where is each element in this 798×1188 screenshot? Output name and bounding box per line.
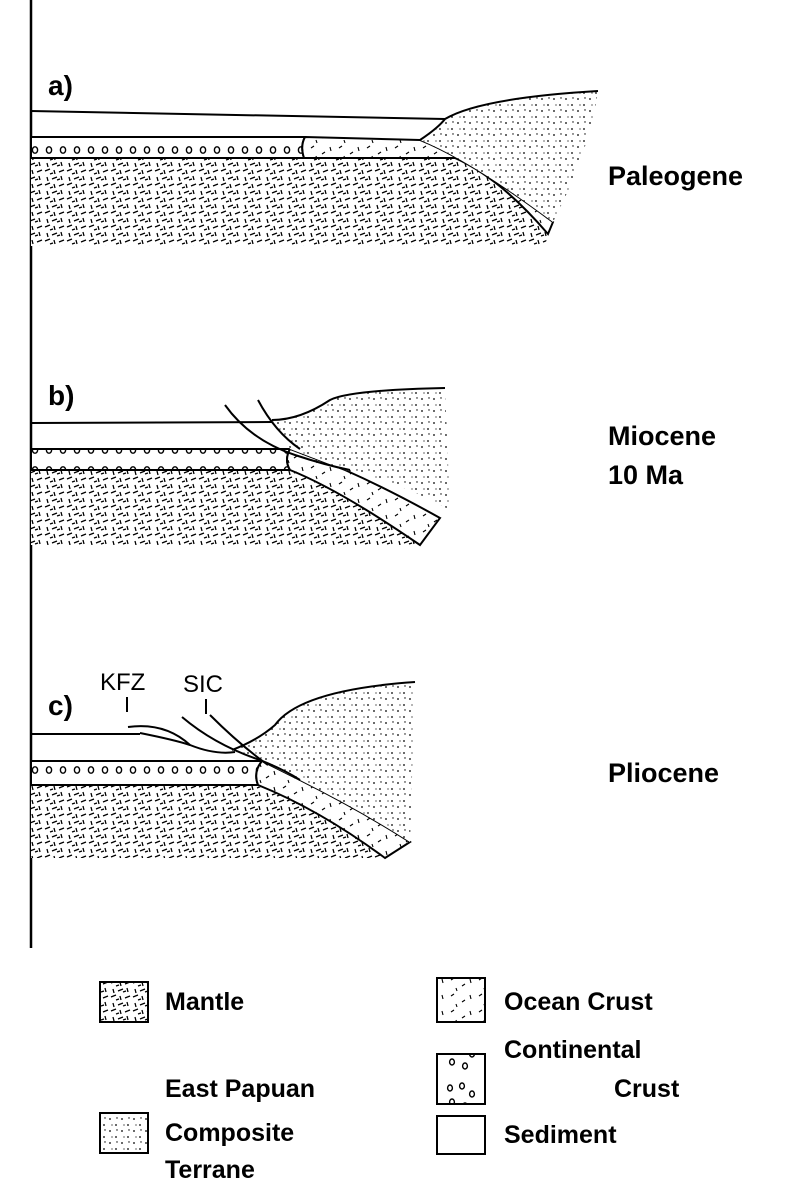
panel-b-terrane-outline [271, 387, 446, 421]
panel-a-terrane [420, 91, 598, 222]
legend-mantle-swatch [99, 981, 149, 1023]
legend-continental-swatch [436, 1053, 486, 1105]
legend-continental-line-2: Crust [614, 1075, 680, 1103]
panel-a-terrane-outline [419, 90, 599, 141]
panel-b-sediment-top [30, 421, 273, 424]
legend-ocean-label: Ocean Crust [504, 988, 653, 1016]
sic-label: SIC [183, 671, 223, 698]
panel-c-ocean-crust [255, 759, 412, 860]
panel-c-label: c) [48, 690, 73, 721]
panel-a-label: a) [48, 70, 73, 101]
panel-b-thrust-2 [257, 399, 301, 450]
era-10ma: 10 Ma [608, 460, 684, 490]
panel-c-sic-fault-2 [209, 714, 269, 766]
legend-continental-line-1: Continental [504, 1036, 642, 1064]
panel-b-ocean-crust [286, 447, 442, 547]
panel-c-mantle [31, 785, 385, 858]
legend: Mantle East Papuan Composite Terrane Oce… [99, 977, 680, 1184]
legend-terrane-line-2: Composite [165, 1119, 294, 1147]
panel-b-terrane [272, 388, 450, 510]
panel-b-label: b) [48, 380, 74, 411]
panel-c [30, 681, 416, 860]
legend-sediment-swatch [436, 1115, 486, 1155]
panel-c-kfz-fault [127, 725, 236, 754]
era-pliocene: Pliocene [608, 758, 719, 788]
era-miocene: Miocene [608, 421, 716, 451]
panel-a-continental-crust [30, 136, 307, 159]
panel-c-continental-crust [30, 760, 265, 786]
panel-a-mantle [31, 158, 548, 246]
panel-c-terrane-outline [231, 681, 416, 751]
era-paleogene: Paleogene [608, 161, 743, 191]
panel-b-continental-crust [30, 448, 292, 471]
legend-ocean-swatch [436, 977, 486, 1023]
panel-a [30, 90, 599, 246]
legend-terrane-swatch [99, 1112, 149, 1154]
legend-mantle-label: Mantle [165, 988, 244, 1016]
panel-b [30, 387, 450, 547]
panel-a-sediment-top [30, 110, 446, 120]
legend-sediment-label: Sediment [504, 1121, 617, 1149]
kfz-label: KFZ [100, 669, 145, 696]
panel-b-mantle [31, 470, 420, 545]
legend-terrane-line-3: Terrane [165, 1156, 255, 1184]
legend-terrane-line-1: East Papuan [165, 1075, 315, 1103]
panel-b-thrust-1 [224, 404, 351, 471]
panel-c-kfz-wedge [139, 732, 191, 746]
